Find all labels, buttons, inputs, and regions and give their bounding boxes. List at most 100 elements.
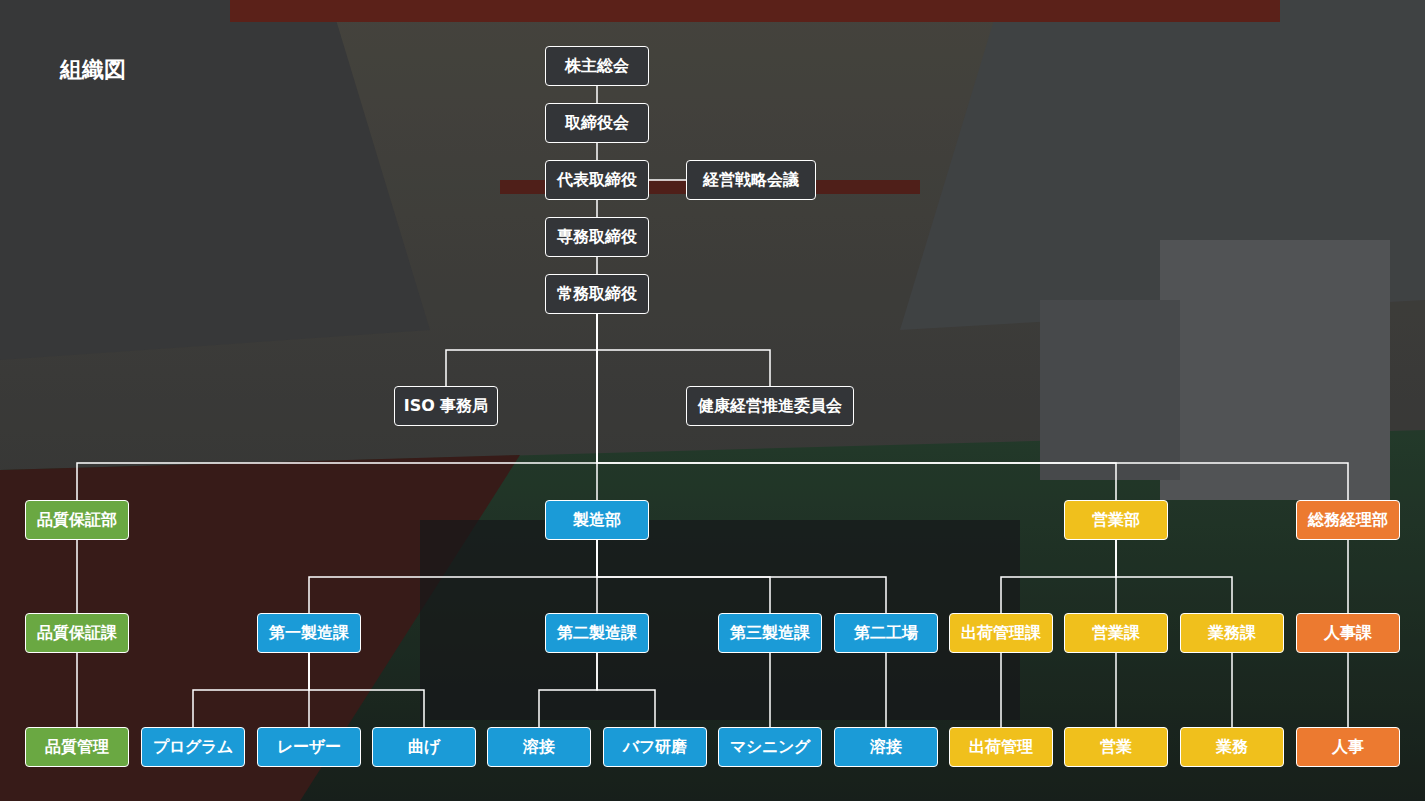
box-label: 第二工場 — [854, 623, 918, 644]
org-box: 溶接 — [834, 727, 938, 767]
org-connector — [76, 540, 78, 613]
org-connector — [596, 257, 598, 274]
org-connector — [309, 540, 597, 613]
org-connector — [596, 314, 598, 500]
org-connector — [596, 86, 598, 103]
chart-title: 組織図 — [60, 55, 126, 85]
org-box: 総務経理部 — [1296, 500, 1400, 540]
org-box: 代表取締役 — [545, 160, 649, 200]
box-label: 曲げ — [408, 737, 440, 758]
box-label: 人事 — [1332, 737, 1364, 758]
org-box: 人事課 — [1296, 613, 1400, 653]
box-label: プログラム — [153, 737, 233, 758]
org-connector — [76, 653, 78, 727]
org-connector — [446, 314, 597, 386]
box-label: 営業 — [1100, 737, 1132, 758]
org-box: 健康経営推進委員会 — [686, 386, 854, 426]
org-connector — [539, 653, 597, 727]
box-label: 取締役会 — [565, 113, 629, 134]
org-box: プログラム — [141, 727, 245, 767]
org-box: 株主総会 — [545, 46, 649, 86]
org-connector — [596, 143, 598, 160]
box-label: 第二製造課 — [557, 623, 637, 644]
box-label: 総務経理部 — [1308, 510, 1388, 531]
org-box: 曲げ — [372, 727, 476, 767]
org-connector — [597, 653, 655, 727]
box-label: 業務 — [1216, 737, 1248, 758]
org-connector — [309, 653, 424, 727]
box-label: レーザー — [277, 737, 341, 758]
org-box: 第一製造課 — [257, 613, 361, 653]
box-label: 出荷管理 — [969, 737, 1033, 758]
box-label: 品質保証課 — [37, 623, 117, 644]
org-box: 品質保証部 — [25, 500, 129, 540]
box-label: 代表取締役 — [557, 170, 637, 191]
org-connector — [769, 653, 771, 727]
box-label: バフ研磨 — [623, 737, 687, 758]
org-connector — [597, 540, 770, 613]
org-connector — [597, 314, 1116, 500]
box-label: 営業課 — [1092, 623, 1140, 644]
org-connector — [596, 200, 598, 217]
org-connector — [596, 540, 598, 613]
org-connector — [1115, 653, 1117, 727]
org-connector — [885, 653, 887, 727]
org-box: 人事 — [1296, 727, 1400, 767]
org-box: 経営戦略会議 — [686, 160, 816, 200]
org-box: 製造部 — [545, 500, 649, 540]
org-box: 専務取締役 — [545, 217, 649, 257]
box-label: 業務課 — [1208, 623, 1256, 644]
box-label: 製造部 — [573, 510, 621, 531]
org-connector — [1116, 540, 1232, 613]
org-connector — [1115, 540, 1117, 613]
org-box: 溶接 — [487, 727, 591, 767]
box-label: 品質管理 — [45, 737, 109, 758]
org-connector — [308, 653, 310, 727]
org-box: レーザー — [257, 727, 361, 767]
box-label: 品質保証部 — [37, 510, 117, 531]
org-box: 出荷管理 — [949, 727, 1053, 767]
box-label: 株主総会 — [565, 56, 629, 77]
org-connector — [597, 314, 770, 386]
org-connector — [1231, 653, 1233, 727]
org-box: マシニング — [718, 727, 822, 767]
box-label: 溶接 — [523, 737, 555, 758]
box-label: 常務取締役 — [557, 284, 637, 305]
box-label: 人事課 — [1324, 623, 1372, 644]
org-box: 第二製造課 — [545, 613, 649, 653]
org-box: 営業課 — [1064, 613, 1168, 653]
box-label: 専務取締役 — [557, 227, 637, 248]
org-connector — [1001, 540, 1116, 613]
org-box: 出荷管理課 — [949, 613, 1053, 653]
org-box: バフ研磨 — [603, 727, 707, 767]
org-box: 取締役会 — [545, 103, 649, 143]
org-box: 営業部 — [1064, 500, 1168, 540]
org-box: 品質管理 — [25, 727, 129, 767]
org-connector — [597, 540, 886, 613]
org-box: 業務 — [1180, 727, 1284, 767]
org-box: 営業 — [1064, 727, 1168, 767]
org-box: 第二工場 — [834, 613, 938, 653]
org-box: 第三製造課 — [718, 613, 822, 653]
org-connector — [1347, 653, 1349, 727]
org-box: 品質保証課 — [25, 613, 129, 653]
box-label: 第一製造課 — [269, 623, 349, 644]
org-connector — [193, 653, 309, 727]
org-box: ISO 事務局 — [394, 386, 498, 426]
box-label: マシニング — [730, 737, 810, 758]
box-label: 溶接 — [870, 737, 902, 758]
org-connector — [77, 314, 597, 500]
org-box: 常務取締役 — [545, 274, 649, 314]
box-label: 第三製造課 — [730, 623, 810, 644]
org-box: 業務課 — [1180, 613, 1284, 653]
box-label: 営業部 — [1092, 510, 1140, 531]
box-label: 経営戦略会議 — [703, 170, 799, 191]
org-connector — [597, 314, 1348, 500]
box-label: 出荷管理課 — [961, 623, 1041, 644]
org-connector — [1000, 653, 1002, 727]
box-label: 健康経営推進委員会 — [698, 396, 842, 417]
org-connector — [1347, 540, 1349, 613]
box-label: ISO 事務局 — [404, 396, 489, 417]
org-connector — [649, 179, 686, 181]
